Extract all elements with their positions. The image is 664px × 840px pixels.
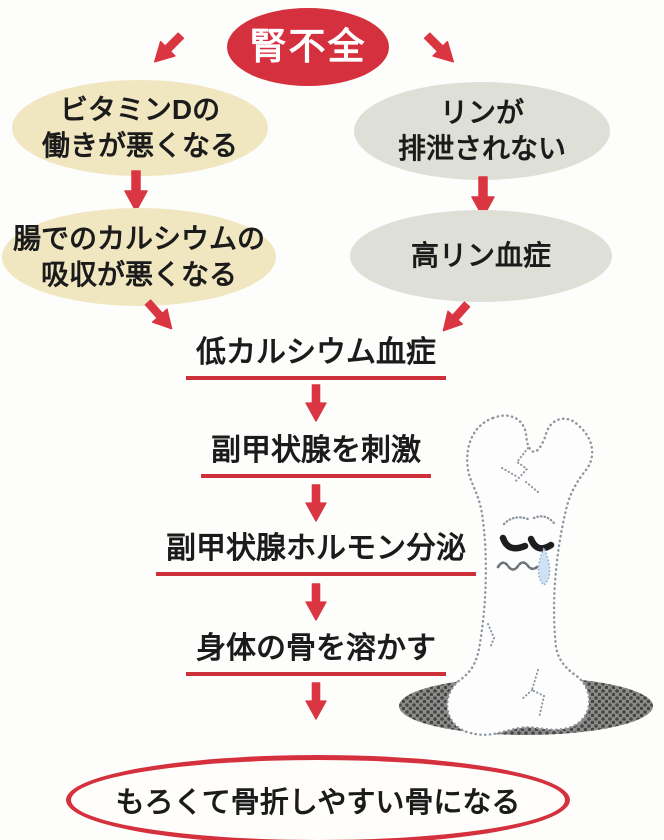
tear-drop [537, 547, 551, 587]
step-dissolve-bones: 身体の骨を溶かす [186, 632, 446, 676]
right-eyebrow [532, 515, 556, 525]
node-phosphorus-not-excreted: リンが 排泄されない [354, 82, 610, 180]
node-result-brittle-bones: もろくて骨折しやすい骨になる [66, 755, 570, 840]
node-result-label: もろくて骨折しやすい骨になる [115, 787, 521, 819]
right-eye [527, 535, 555, 552]
bone-body [446, 414, 594, 736]
step-stimulate-parathyroid: 副甲状腺を刺激 [201, 434, 431, 478]
bone-face [496, 515, 556, 587]
step-parathyroid-hormone-secretion: 副甲状腺ホルモン分泌 [156, 532, 476, 576]
arrow-down-icon [303, 682, 329, 725]
arrow-down-icon [303, 583, 329, 626]
sad-bone-illustration [398, 402, 662, 744]
node-vitamin-d: ビタミンDの 働きが悪くなる [12, 80, 268, 176]
node-kidney-failure: 腎不全 [227, 8, 389, 86]
left-eye [499, 534, 529, 552]
node-calcium-absorption-line1: 腸でのカルシウムの [12, 222, 265, 254]
arrow-down-right-icon [418, 26, 467, 75]
node-hyperphosphatemia: 高リン血症 [350, 210, 612, 302]
node-calcium-absorption: 腸でのカルシウムの 吸収が悪くなる [2, 208, 276, 306]
arrow-down-icon [303, 384, 329, 427]
node-vitamin-d-line1: ビタミンDの [59, 93, 221, 125]
node-phosphorus-line2: 排泄されない [397, 133, 566, 164]
arrow-down-icon [123, 170, 149, 217]
node-phosphorus-line1: リンが [439, 96, 524, 128]
arrow-down-icon [303, 484, 329, 527]
node-hyperphosphatemia-label: 高リン血症 [410, 239, 551, 271]
arrow-down-left-icon [431, 296, 477, 343]
bone-cracks [487, 447, 546, 719]
node-vitamin-d-line2: 働きが悪くなる [41, 130, 238, 161]
node-calcium-absorption-line2: 吸収が悪くなる [40, 259, 237, 290]
step-hypocalcemia: 低カルシウム血症 [186, 336, 446, 380]
arrow-down-icon [470, 176, 496, 223]
mouth [496, 561, 539, 571]
arrow-down-left-icon [142, 26, 191, 75]
arrow-down-right-icon [139, 294, 185, 341]
node-kidney-failure-label: 腎不全 [249, 25, 367, 67]
